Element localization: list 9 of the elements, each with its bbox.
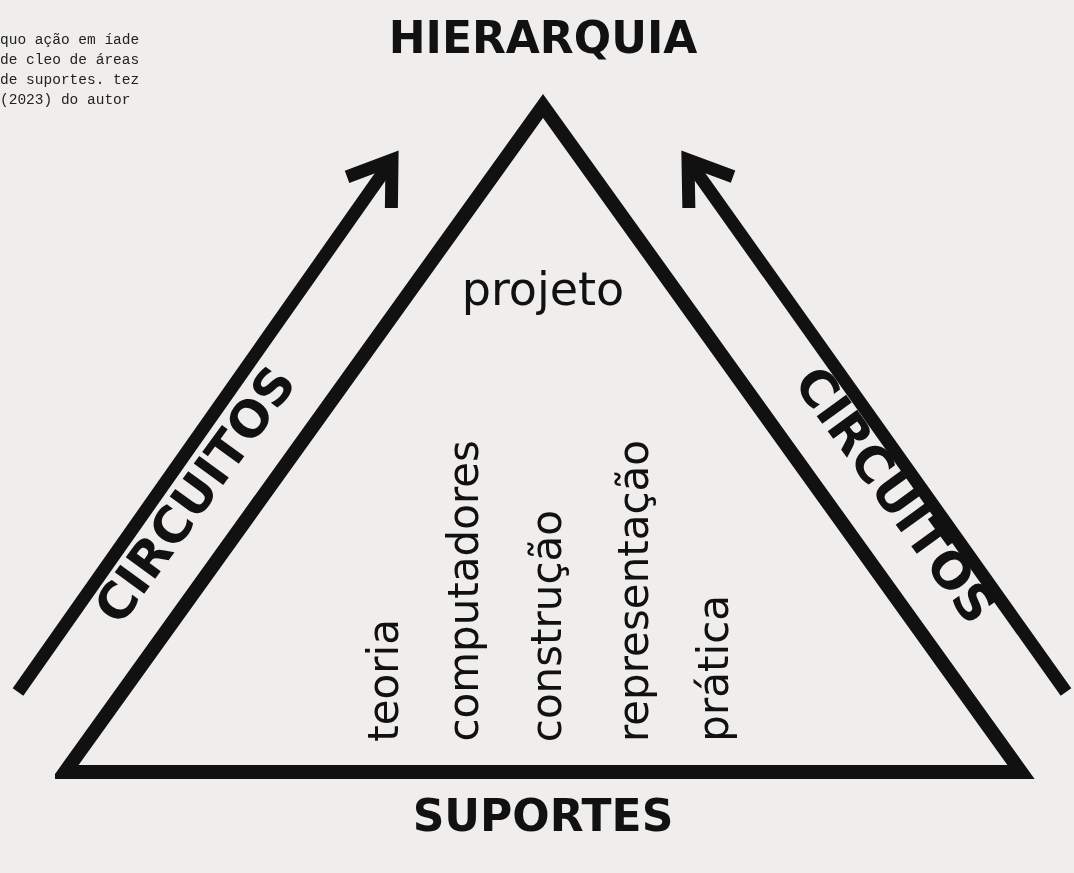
note-text: quo ação em íade de cleo de áreas de suportes. tez (2023) do autor [0, 31, 141, 110]
vertical-label: computadores [443, 440, 485, 742]
vertical-label: teoria [363, 619, 405, 742]
triangle-heading: projeto [461, 262, 625, 316]
vertical-label: construção [526, 509, 568, 742]
heading: HIERARQUIA [388, 12, 698, 63]
vertical-label: prática [693, 595, 735, 742]
vertical-label: representação [613, 439, 655, 742]
heading: SUPORTES [412, 790, 674, 841]
